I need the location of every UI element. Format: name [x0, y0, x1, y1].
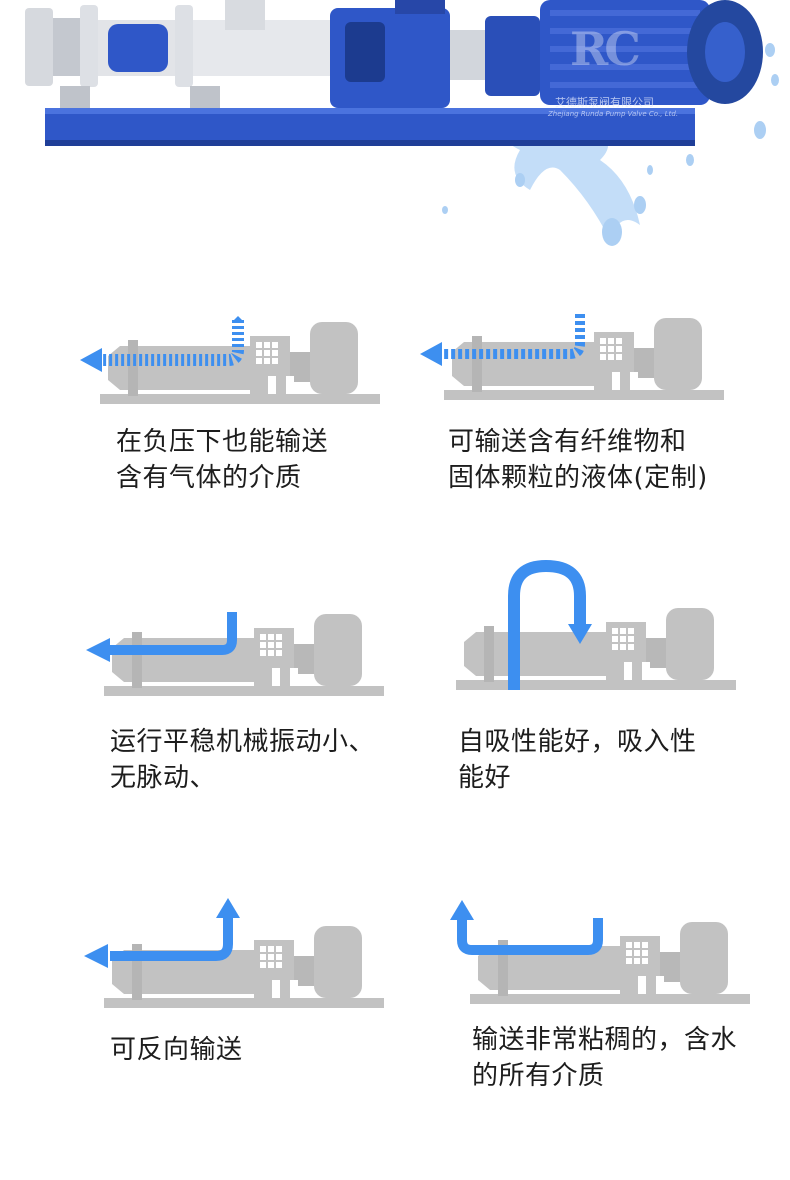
flow-arrow-icon	[110, 916, 233, 961]
feature-6-caption: 输送非常粘稠的，含水 的所有介质	[472, 1022, 737, 1094]
feature-3-diagram	[86, 612, 384, 696]
feature-5-line-1: 可反向输送	[110, 1035, 243, 1065]
feature-1-line-2: 含有气体的介质	[116, 463, 302, 493]
hero-pump-illustration	[25, 0, 779, 246]
brand-company-text-en: Zhejiang Runda Pump Valve Co., Ltd.	[548, 110, 679, 118]
feature-4-line-1: 自吸性能好，吸入性	[458, 727, 697, 757]
feature-6-line-2: 的所有介质	[472, 1061, 605, 1091]
feature-3-line-1: 运行平稳机械振动小、	[110, 727, 376, 757]
feature-6-line-1: 输送非常粘稠的，含水	[472, 1025, 738, 1055]
feature-2-diagram	[420, 314, 724, 400]
flow-arrow-icon	[508, 559, 586, 690]
flow-arrow-icon	[102, 320, 244, 366]
brand-logo-mark: RC	[570, 22, 641, 76]
feature-2-line-2: 固体颗粒的液体(定制)	[448, 463, 708, 493]
feature-4-diagram	[456, 559, 736, 690]
flow-arrow-icon	[442, 314, 585, 359]
feature-3-caption: 运行平稳机械振动小、 无脉动、	[110, 724, 375, 796]
feature-5-caption: 可反向输送	[110, 1032, 243, 1068]
feature-1-line-1: 在负压下也能输送	[116, 427, 329, 457]
feature-4-caption: 自吸性能好，吸入性 能好	[458, 724, 697, 796]
feature-3-line-2: 无脉动、	[110, 763, 217, 793]
pump-silhouette-icon	[456, 608, 736, 690]
feature-2-caption: 可输送含有纤维物和 固体颗粒的液体(定制)	[448, 424, 708, 496]
pump-silhouette-icon	[470, 922, 750, 1004]
pump-silhouette-icon	[104, 926, 384, 1008]
flow-arrow-icon	[457, 918, 603, 955]
feature-6-diagram	[450, 900, 750, 1004]
feature-1-diagram	[80, 316, 380, 404]
feature-4-line-2: 能好	[458, 763, 512, 793]
brand-company-text: 艾德斯泵阀有限公司	[555, 96, 654, 109]
feature-5-diagram	[84, 898, 384, 1008]
feature-1-caption: 在负压下也能输送 含有气体的介质	[116, 424, 328, 496]
feature-2-line-1: 可输送含有纤维物和	[448, 427, 687, 457]
flow-arrow-icon	[110, 612, 237, 655]
